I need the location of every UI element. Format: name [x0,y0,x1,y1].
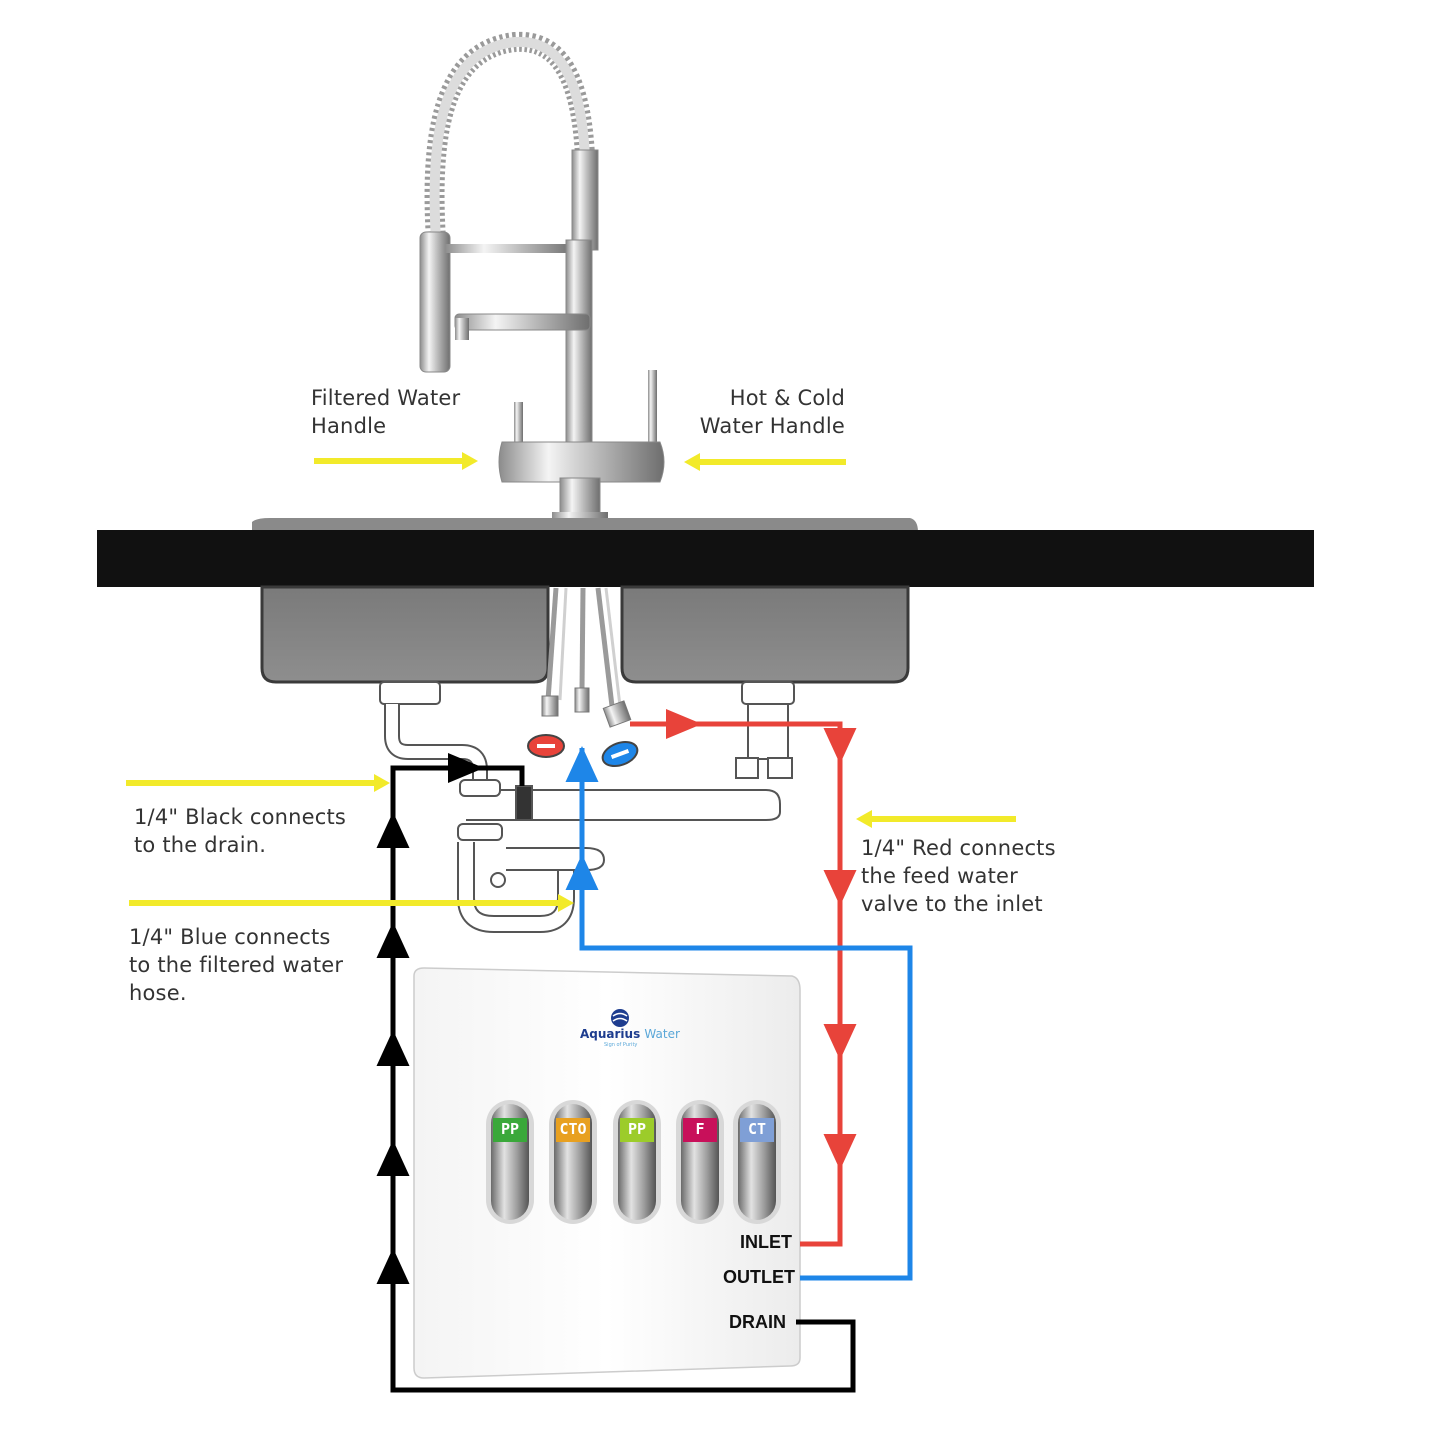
brand-name: Aquarius Water [580,1027,680,1041]
pointer-arrow-head [856,810,872,828]
faucet-swivel-spout [454,313,591,331]
pointer-arrow-head [374,774,390,792]
red-flow-arrow [823,1134,857,1170]
brand-name-main: Aquarius [580,1027,641,1041]
faucet-spring-coil [571,149,599,251]
connection-lines [376,709,913,1393]
cartridge-color-band [740,1118,774,1142]
cartridge-color-band [620,1118,654,1142]
filtered-handle-line-1: Filtered Water [311,386,461,410]
filtered-water-lever [514,402,523,446]
red-connects-label: 1/4" Red connects the feed water valve t… [861,834,1056,918]
pointer-arrow-head [462,452,478,470]
red-flow-arrow [823,1024,857,1060]
drain-plumbing [379,681,795,933]
red-flow-arrow [823,870,857,906]
red-connects-line-1: 1/4" Red connects [861,836,1056,860]
cartridge-color-band [683,1118,717,1142]
black-flow-arrow [448,753,484,783]
red-connects-line-3: valve to the inlet [861,892,1043,916]
cartridge-color-band [556,1118,590,1142]
black-flow-arrow [376,922,410,958]
black-flow-arrow [376,1140,410,1176]
black-flow-arrow [376,1030,410,1066]
countertop [97,530,1314,587]
blue-connects-line-3: hose. [129,981,187,1005]
black-drain-line [390,765,856,1393]
cartridge-label: CTO [559,1120,587,1138]
filter-unit [413,967,801,1379]
red-connects-line-2: the feed water [861,864,1019,888]
cartridge-label: PP [500,1120,520,1138]
blue-flow-arrow [565,854,599,890]
cartridge-label: F [695,1120,705,1138]
pointer-arrows [126,452,1016,912]
cartridge-label: PP [627,1120,647,1138]
filtered-handle-line-2: Handle [311,414,387,438]
black-flow-arrow [376,812,410,848]
pointer-arrow-head [558,894,574,912]
brand-tagline: Sign of Purity [604,1042,638,1048]
cartridge-label: CT [747,1120,767,1138]
outlet-port-label: OUTLET [723,1267,795,1287]
brand-name-accent: Water [644,1027,680,1041]
faucet [419,31,665,526]
blue-connects-line-1: 1/4" Blue connects [129,925,331,949]
black-connects-line-2: to the drain. [134,833,267,857]
red-flow-arrow [666,709,702,739]
hot-cold-handle-line-1: Hot & Cold [729,386,845,410]
faucet-supply-lines [541,587,632,728]
drain-port-label: DRAIN [729,1312,786,1332]
hot-cold-lever [648,370,657,446]
faucet-sprayer [419,231,451,373]
pointer-arrow-head [684,453,700,471]
right-basin [620,585,910,684]
black-flow-arrow [376,1248,410,1284]
filter-cartridges [486,1100,781,1224]
sink-rim [252,518,918,532]
filter-unit-panel [413,967,801,1379]
blue-connects-label: 1/4" Blue connects to the filtered water… [129,923,343,1007]
red-feed-line [630,721,843,1247]
filtered-handle-label: Filtered Water Handle [311,384,460,440]
hot-cold-handle-line-2: Water Handle [699,414,845,438]
blue-connects-line-2: to the filtered water [129,953,344,977]
black-connects-label: 1/4" Black connects to the drain. [134,803,346,859]
cartridge-color-band [493,1118,527,1142]
inlet-port-label: INLET [740,1232,792,1252]
left-basin [260,585,550,684]
blue-flow-arrow [565,746,599,782]
black-connects-line-1: 1/4" Black connects [134,805,347,829]
faucet-body [498,441,665,483]
red-flow-arrow [823,728,857,764]
hot-cold-handle-label: Hot & Cold Water Handle [660,384,845,440]
